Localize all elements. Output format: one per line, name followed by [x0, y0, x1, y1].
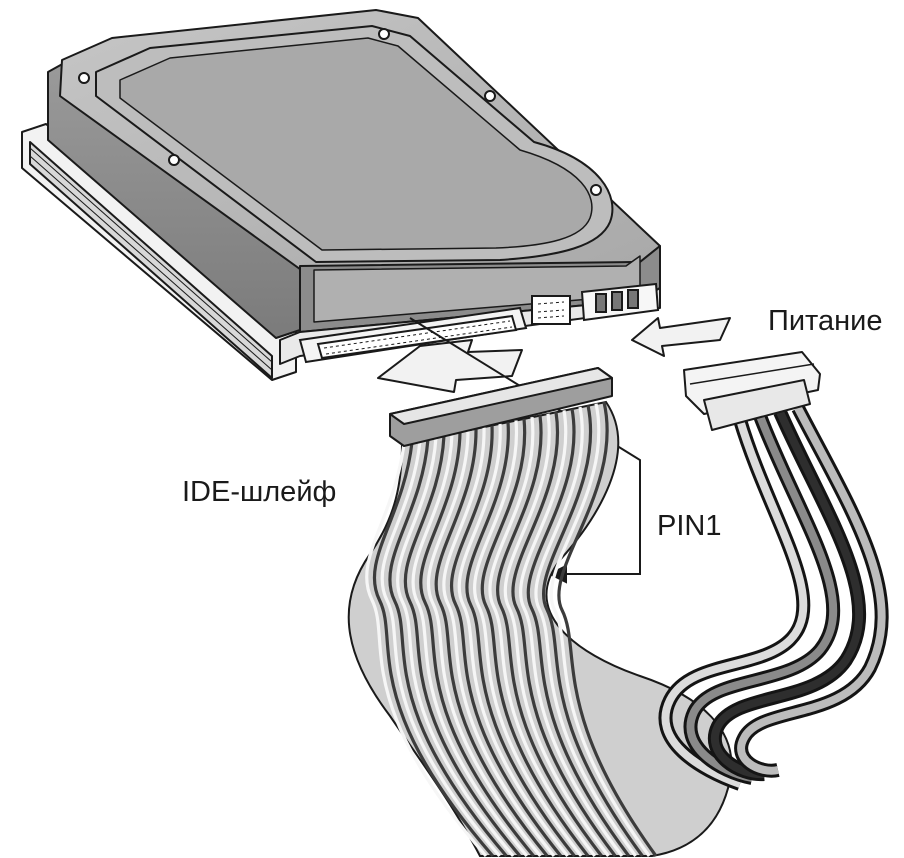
ribbon-wire-strand	[549, 403, 651, 857]
ribbon-wire-strand	[465, 422, 576, 857]
drive-jumper-block	[531, 295, 571, 325]
ribbon-wire-strand	[518, 410, 624, 857]
ribbon-wire-strand	[472, 420, 583, 857]
ribbon-wire-strand	[434, 428, 549, 858]
ribbon-wire-strand	[388, 438, 508, 858]
ribbon-wire-strand	[419, 432, 535, 858]
ribbon-wire-strand	[495, 415, 603, 857]
ribbon-wire-strand	[372, 442, 495, 858]
ide-cable-label: IDE-шлейф	[182, 476, 337, 508]
ribbon-wire-strand	[511, 411, 617, 857]
pin1-label: PIN1	[657, 510, 722, 542]
ribbon-wire-strand	[503, 413, 610, 857]
ribbon-wire-strand	[557, 401, 658, 857]
ribbon-wire-strand	[380, 440, 501, 858]
ribbon-wire-strand	[526, 408, 631, 857]
ide-connector	[389, 367, 613, 447]
ide-ribbon-cable-icon	[347, 367, 733, 858]
ribbon-wire-strand	[396, 437, 515, 858]
ribbon-wire-strand	[442, 427, 556, 858]
ribbon-wire-strand	[541, 405, 644, 857]
ribbon-wire-strand	[411, 433, 529, 858]
ribbon-wire-strand	[488, 416, 597, 857]
hard-drive-icon	[21, 9, 661, 381]
ribbon-wire-strand	[480, 418, 590, 857]
molex-power-connector-icon	[658, 351, 889, 791]
ribbon-wire-strand	[426, 430, 542, 858]
ribbon-wire-strand	[534, 406, 637, 857]
drive-power-socket	[580, 282, 660, 322]
insertion-arrow-icon	[377, 317, 731, 393]
ribbon-wire-strand	[457, 423, 569, 858]
ribbon-wire-strand	[449, 425, 563, 858]
power-label: Питание	[768, 305, 883, 337]
drive-ide-socket	[298, 306, 528, 364]
ribbon-wire-strand	[403, 435, 522, 858]
ribbon-wire-strand	[365, 443, 488, 858]
ribbon-wires	[365, 401, 658, 858]
